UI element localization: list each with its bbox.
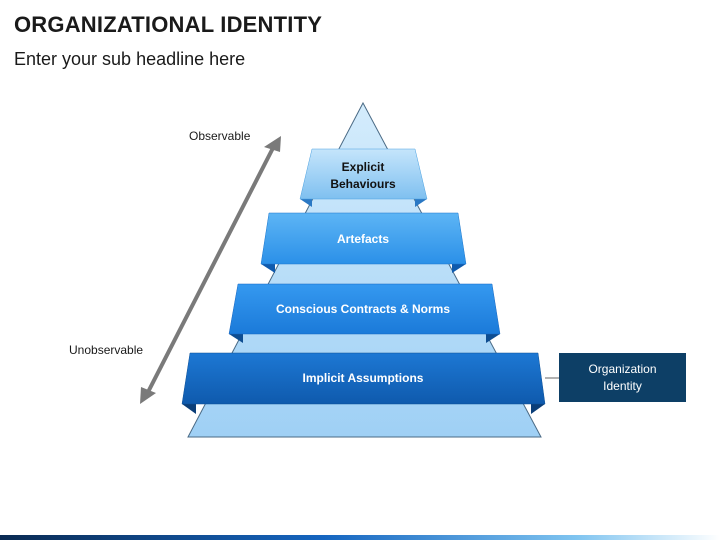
level-label-explicit-line2: Behaviours	[330, 177, 396, 191]
pyramid-level-explicit-behaviours: Explicit Behaviours	[299, 148, 428, 207]
observability-arrow	[140, 136, 281, 404]
callout-line1: Organization	[588, 361, 657, 376]
footer-accent-bar	[0, 535, 720, 540]
level-label-artefacts: Artefacts	[337, 232, 389, 246]
observable-label: Observable	[189, 129, 251, 143]
organization-identity-callout: Organization Identity	[559, 353, 686, 402]
level-label-explicit-line1: Explicit	[342, 160, 385, 174]
callout-line2: Identity	[603, 378, 642, 393]
unobservable-label: Unobservable	[69, 343, 144, 357]
level-label-conscious-contracts: Conscious Contracts & Norms	[276, 302, 450, 316]
level-label-implicit-assumptions: Implicit Assumptions	[303, 371, 424, 385]
page-subtitle: Enter your sub headline here	[14, 49, 246, 69]
pyramid-level-conscious-contracts: Conscious Contracts & Norms	[228, 283, 501, 343]
pyramid-level-implicit-assumptions: Implicit Assumptions	[181, 352, 546, 414]
pyramid-level-artefacts: Artefacts	[260, 212, 467, 273]
page-title: ORGANIZATIONAL IDENTITY	[14, 12, 323, 37]
